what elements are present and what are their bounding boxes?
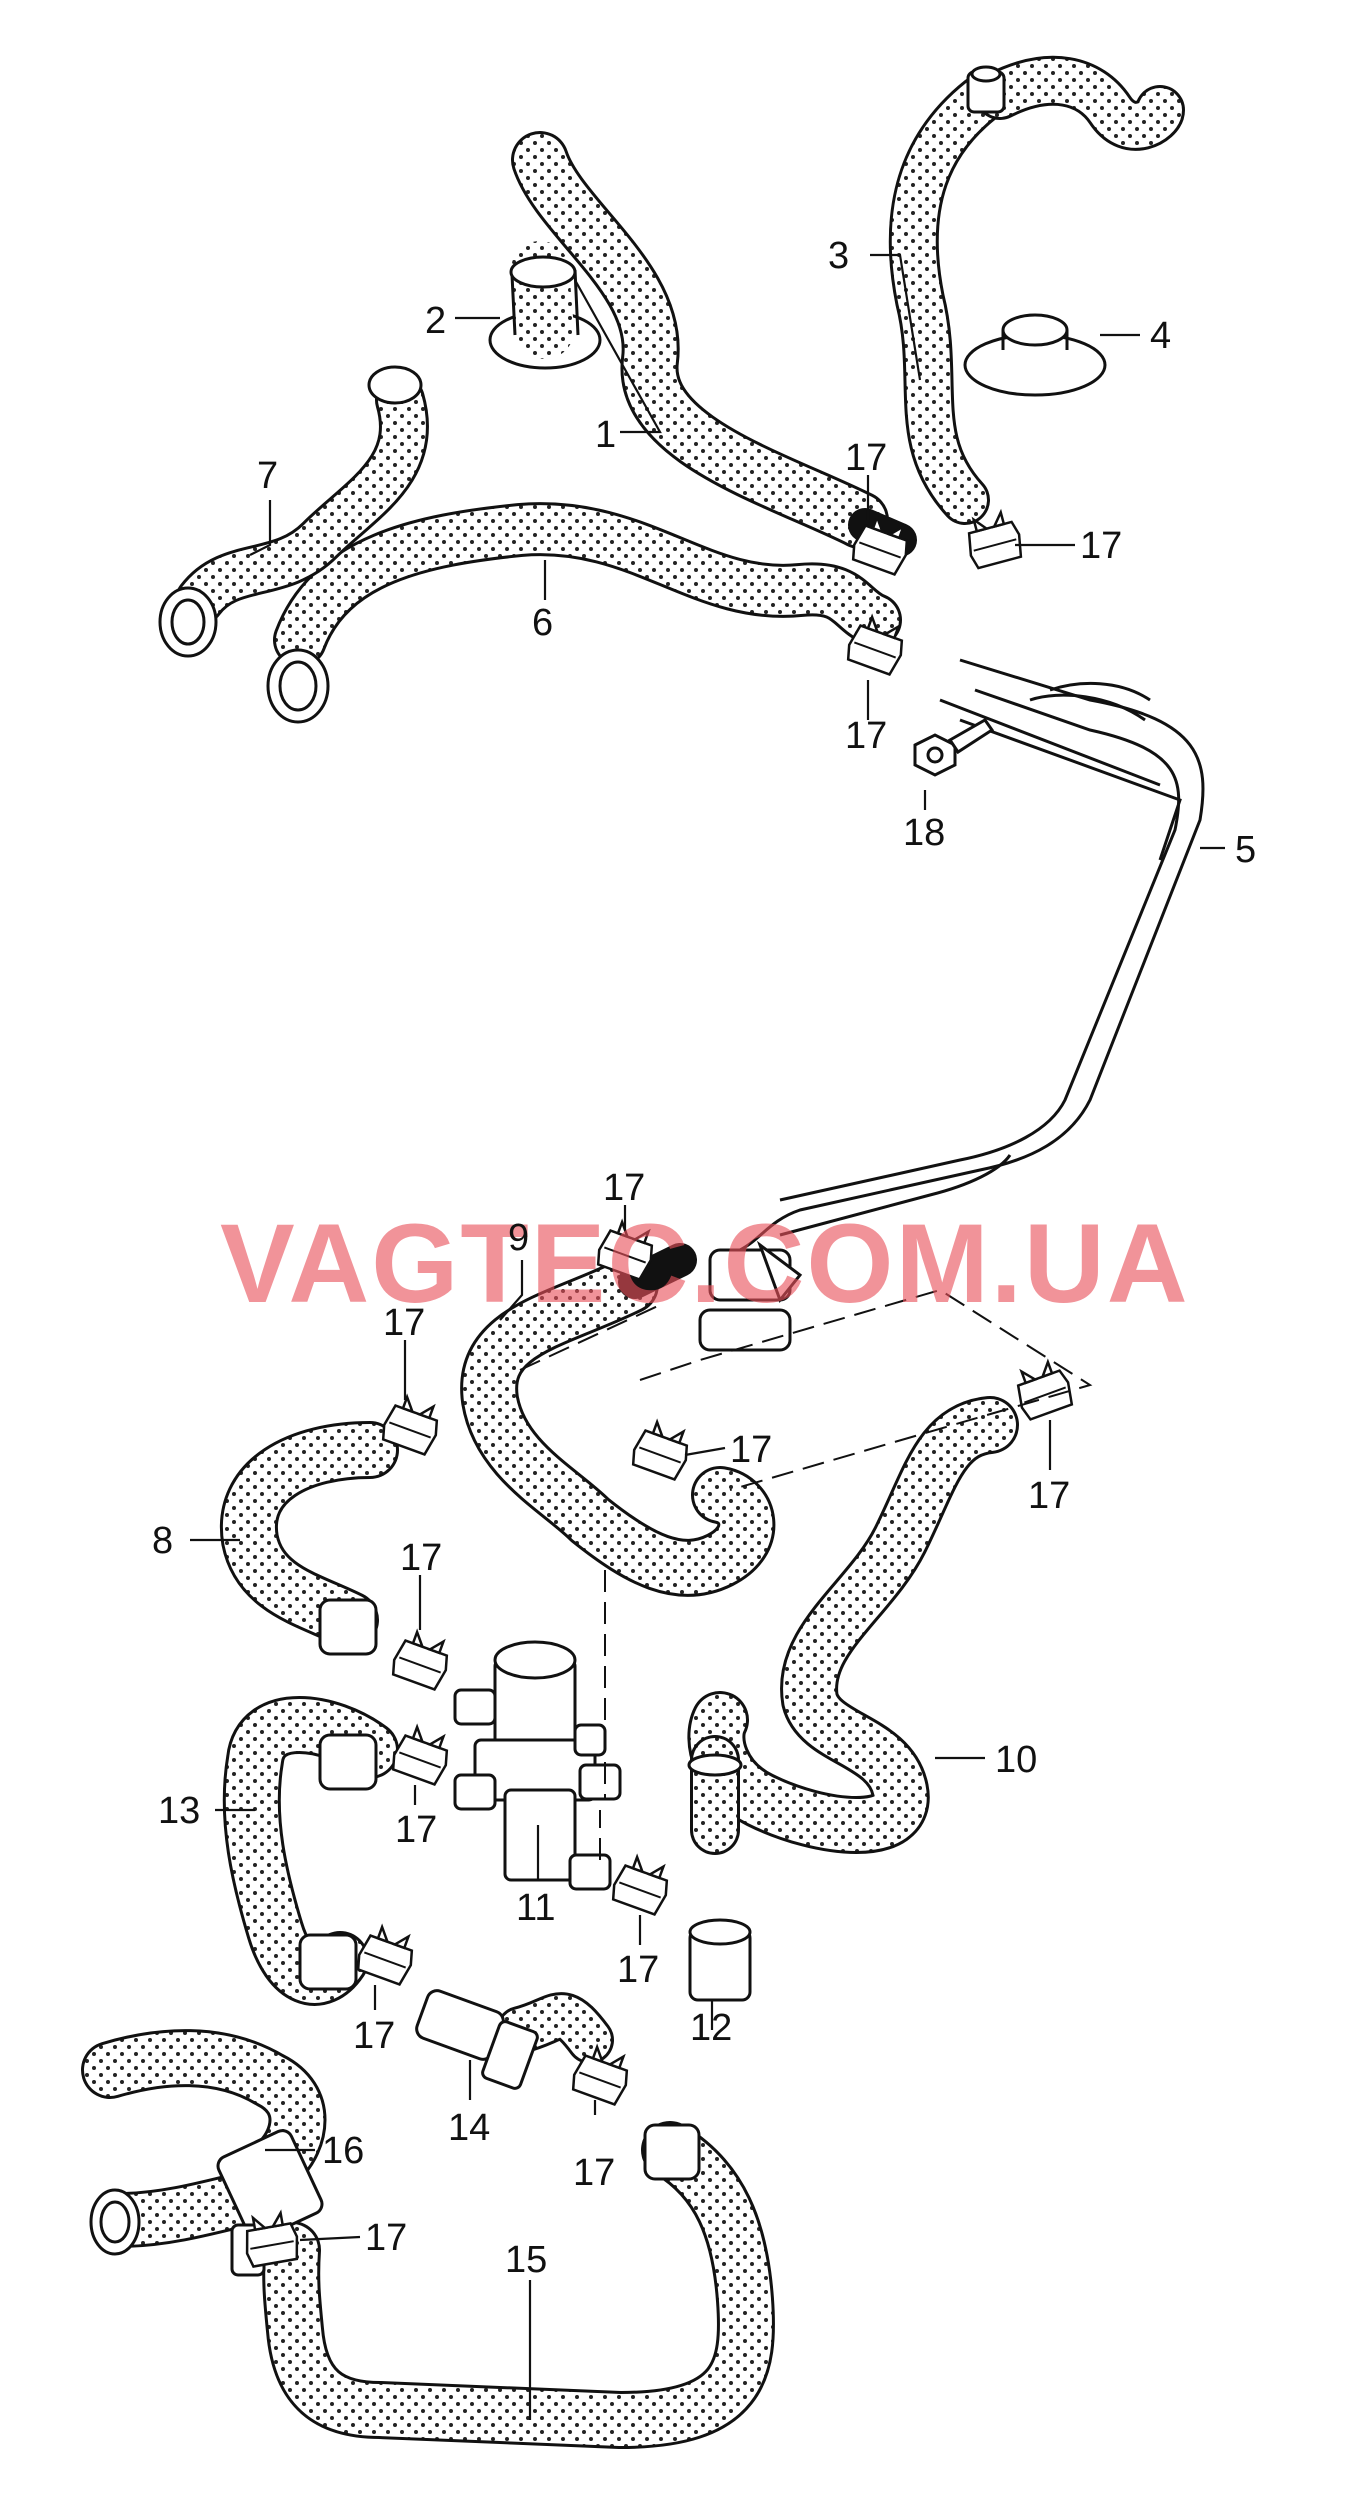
clamps-17 [239,508,1077,2269]
callout-17: 17 [353,2015,395,2057]
callout-5: 5 [1235,829,1256,871]
callout-11: 11 [516,1887,555,1929]
leader-lines [190,253,1225,2420]
callout-labels: 1 2 3 4 5 6 7 8 9 10 11 12 13 14 15 16 1… [152,235,1256,2281]
hose-9 [460,1243,776,1597]
tee-16 [81,2029,327,2277]
callout-17: 17 [383,1302,425,1344]
hose-15 [262,2121,775,2449]
hose-3 [888,55,1185,525]
callout-17: 17 [573,2152,615,2194]
valve-11 [453,1640,622,1891]
callout-18: 18 [903,812,945,854]
callout-17: 17 [1028,1475,1070,1517]
callout-17: 17 [365,2217,407,2259]
callout-16: 16 [322,2130,364,2172]
grommet-2 [488,241,602,370]
callout-13: 13 [158,1790,200,1832]
clamp-17 [1009,1356,1077,1423]
hose-8 [219,1421,399,1656]
hose-13 [222,1696,399,2006]
hose-10 [687,1396,1019,1855]
callout-2: 2 [425,300,446,342]
callout-17: 17 [603,1167,645,1209]
clamp-17 [353,1921,421,1988]
callout-17: 17 [1080,525,1122,567]
grommet-4 [963,313,1107,397]
clamp-17 [388,1626,456,1693]
connector-14 [415,1989,614,2090]
connection-lines [519,1288,1093,1860]
callout-12: 12 [690,2007,732,2049]
hose-6 [266,502,902,724]
hose-7 [158,365,429,658]
callout-9: 9 [508,1217,529,1259]
pipe-assembly-5 [698,658,1205,1352]
callout-17: 17 [617,1949,659,1991]
callout-17: 17 [395,1809,437,1851]
clamp-17 [628,1416,696,1483]
clamp-17 [608,1851,676,1918]
callout-4: 4 [1150,315,1171,357]
watermark: VAGTEC.COM.UA [220,1201,1190,1326]
callout-17: 17 [730,1429,772,1471]
callout-17: 17 [845,437,887,479]
callout-8: 8 [152,1520,173,1562]
callout-17: 17 [845,715,887,757]
plug-12 [688,1918,752,2002]
callout-6: 6 [532,602,553,644]
callout-1: 1 [595,414,616,456]
callout-15: 15 [505,2239,547,2281]
callout-3: 3 [828,235,849,277]
callout-14: 14 [448,2107,490,2149]
callout-17: 17 [400,1537,442,1579]
callout-7: 7 [257,455,278,497]
callout-10: 10 [995,1739,1037,1781]
nut-18 [913,718,995,777]
clamp-17 [388,1721,456,1788]
